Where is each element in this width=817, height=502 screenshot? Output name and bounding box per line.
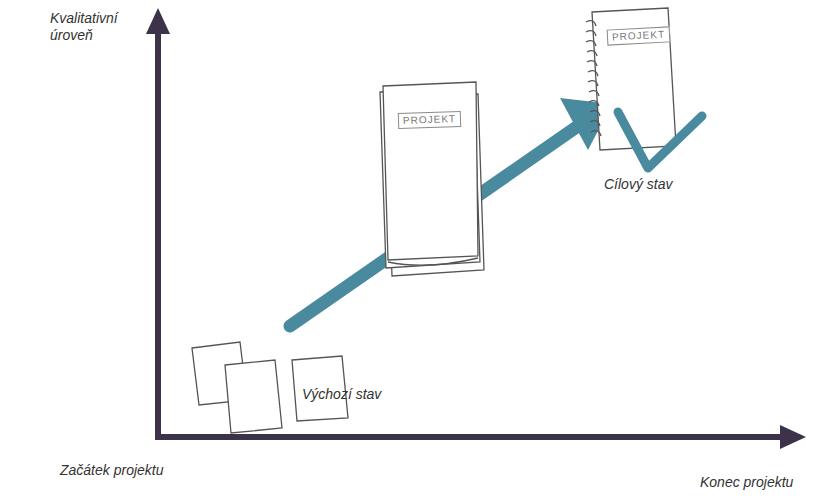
axes: [146, 8, 806, 449]
axis-label: Začátek projektu: [60, 462, 164, 479]
check-mark: [618, 112, 702, 168]
paper-stack: [380, 82, 484, 276]
stamp-label: PROJEKT: [398, 111, 462, 129]
axis-label: Konec projektu: [700, 474, 793, 491]
state-label: Výchozí stav: [302, 386, 381, 403]
axis-label: Kvalitativní úroveň: [50, 10, 142, 44]
state-label: Cílový stav: [604, 176, 672, 193]
stamp-label: PROJEKT: [607, 26, 671, 45]
